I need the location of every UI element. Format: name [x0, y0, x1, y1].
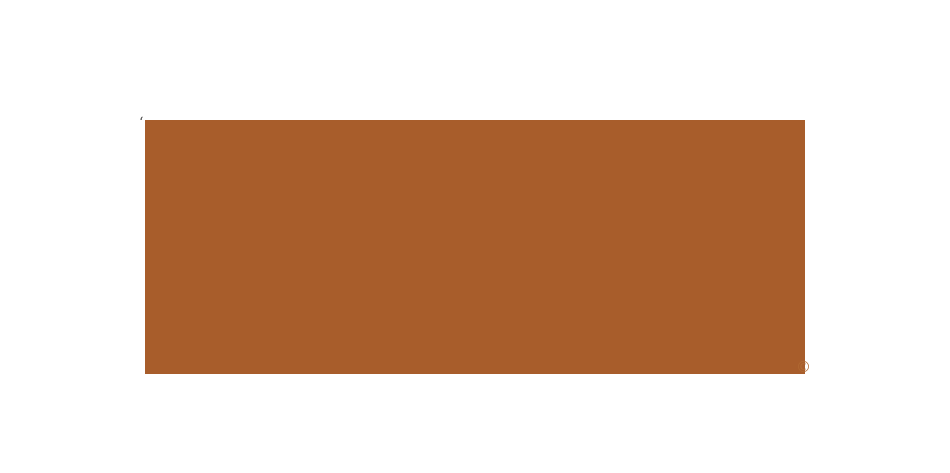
- corner-speck: ‘: [139, 115, 144, 131]
- copyright-symbol: ©: [796, 358, 811, 376]
- solid-color-image: ‘: [139, 116, 805, 374]
